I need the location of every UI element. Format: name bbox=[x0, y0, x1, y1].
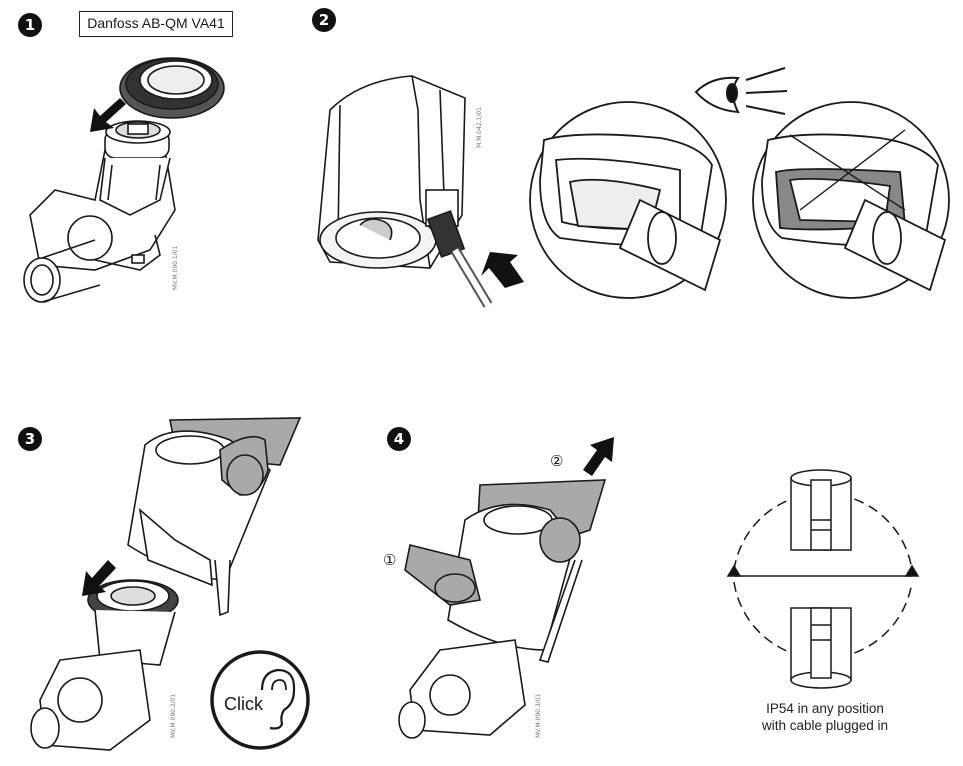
orientation-caption: IP54 in any position with cable plugged … bbox=[730, 700, 920, 734]
orientation-diagram bbox=[726, 469, 920, 689]
model-label: Danfoss AB-QM VA41 bbox=[79, 11, 233, 37]
order-label-first: ① bbox=[383, 552, 397, 569]
step-3-badge: 3 bbox=[18, 427, 42, 451]
detail-incorrect-circle bbox=[752, 101, 950, 299]
step1-down-arrow bbox=[90, 98, 126, 132]
caption-line-1: IP54 in any position bbox=[766, 701, 884, 716]
click-label: Click bbox=[224, 694, 263, 714]
eye-icon bbox=[694, 67, 788, 115]
click-ear-icon bbox=[210, 650, 310, 750]
step4-illustration bbox=[398, 479, 607, 739]
step-1-badge: 1 bbox=[18, 13, 42, 37]
step3-illustration bbox=[30, 417, 302, 751]
caption-line-2: with cable plugged in bbox=[761, 718, 889, 733]
step-4-badge: 4 bbox=[387, 427, 411, 451]
step1-valve-illustration bbox=[23, 57, 225, 303]
step2-actuator-illustration bbox=[317, 75, 493, 308]
step2-up-arrow bbox=[481, 252, 524, 288]
order-label-second: ② bbox=[550, 453, 564, 470]
step-2-badge: 2 bbox=[312, 8, 336, 32]
detail-correct-circle bbox=[529, 101, 727, 299]
step3-down-arrow bbox=[82, 560, 116, 596]
step4-up-arrow bbox=[583, 437, 614, 476]
